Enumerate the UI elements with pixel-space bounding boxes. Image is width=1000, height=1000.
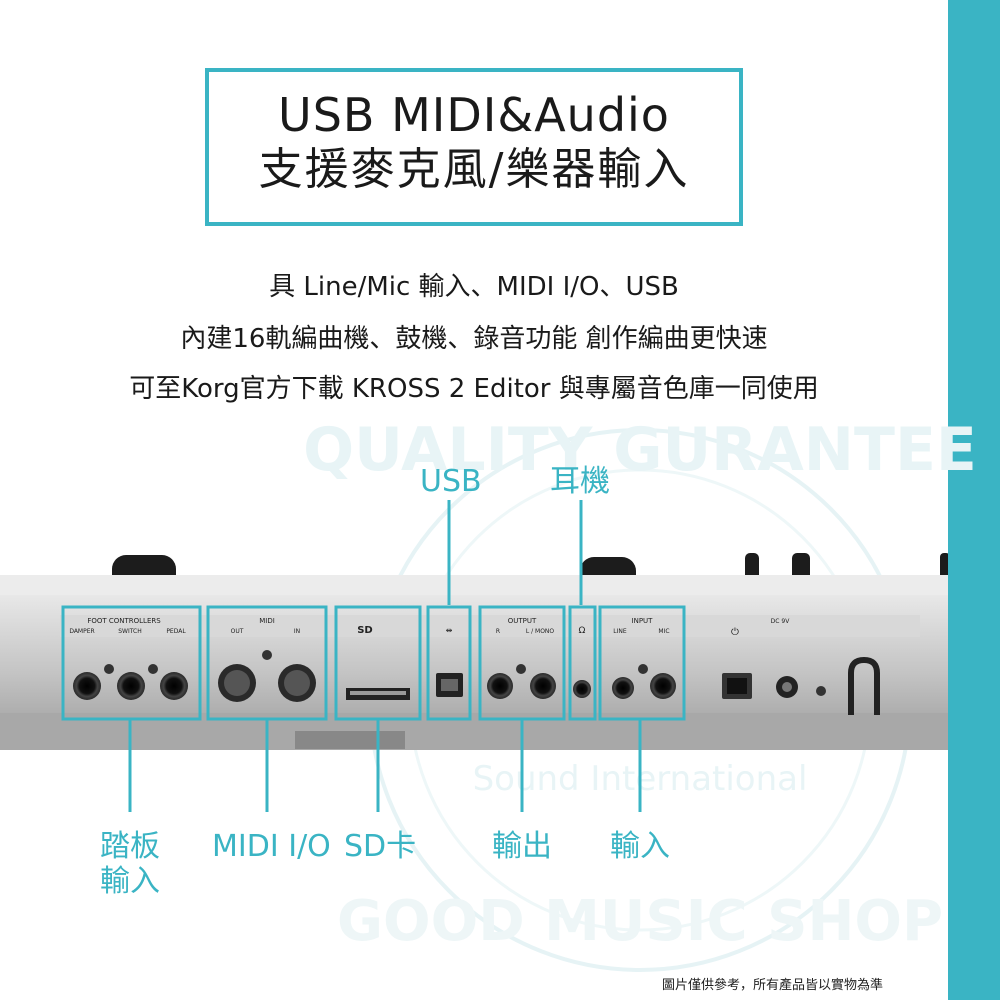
label-usb: USB (420, 464, 482, 499)
panel-damper: DAMPER (69, 628, 94, 635)
label-pedal-line2: 輸入 (100, 864, 160, 899)
footnote: 圖片僅供參考，所有產品皆以實物為準 (662, 978, 884, 993)
panel-pedal: PEDAL (166, 628, 186, 635)
label-midi-io: MIDI I/O (212, 829, 331, 864)
callout-lines (128, 500, 642, 812)
description-line-3: 可至Korg官方下載 KROSS 2 Editor 與專屬音色庫一同使用 (129, 374, 819, 404)
label-pedal-line1: 踏板 (100, 829, 160, 864)
panel-output: OUTPUT (508, 617, 537, 625)
title-line2: 支援麥克風/樂器輸入 (258, 144, 690, 195)
panel-midi-out: OUT (231, 628, 244, 635)
description-line-1: 具 Line/Mic 輸入、MIDI I/O、USB (269, 272, 679, 302)
label-output: 輸出 (492, 829, 552, 864)
svg-text:⇹: ⇹ (446, 626, 453, 635)
panel-output-l: L / MONO (526, 628, 555, 635)
label-sd-card: SD卡 (344, 829, 417, 864)
panel-input: INPUT (632, 617, 654, 625)
title-box: USB MIDI&Audio 支援麥克風/樂器輸入 (205, 68, 743, 226)
panel-midi: MIDI (259, 617, 275, 625)
keyboard-rear-panel: FOOT CONTROLLERS DAMPER SWITCH PEDAL MID… (0, 553, 948, 750)
panel-input-mic: MIC (658, 628, 669, 635)
label-input: 輸入 (610, 829, 670, 864)
title-line1: USB MIDI&Audio (278, 88, 670, 142)
watermark-top: QUALITY GURANTEE (303, 415, 977, 485)
watermark-bottom: GOOD MUSIC SHOP (337, 889, 943, 954)
panel-dc: DC 9V (771, 618, 791, 625)
panel-output-r: R (496, 628, 500, 635)
panel-foot-controllers: FOOT CONTROLLERS (87, 617, 161, 625)
panel-midi-in: IN (294, 628, 300, 635)
svg-text:Ω: Ω (579, 626, 586, 636)
svg-text:⏻: ⏻ (731, 627, 739, 638)
panel-input-line: LINE (613, 628, 627, 635)
svg-text:SD: SD (357, 625, 373, 636)
accent-sidebar (948, 0, 1000, 1000)
description-line-2: 內建16軌編曲機、鼓機、錄音功能 創作編曲更快速 (180, 324, 768, 354)
panel-switch: SWITCH (118, 628, 142, 635)
label-headphone: 耳機 (550, 464, 610, 499)
